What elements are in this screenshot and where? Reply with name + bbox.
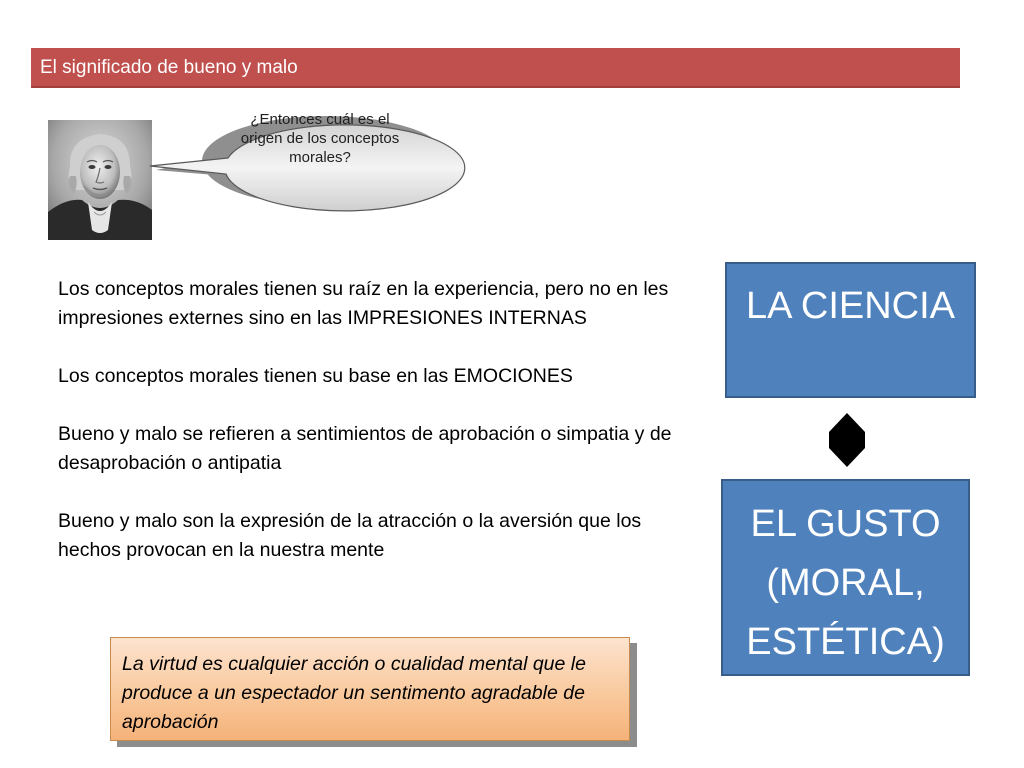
paragraph: Los conceptos morales tienen su base en … bbox=[58, 365, 573, 387]
ciencia-box-label: LA CIENCIA bbox=[745, 285, 956, 327]
diamond-connector bbox=[829, 413, 865, 467]
gusto-box-label: EL GUSTO (MORAL, ESTÉTICA) bbox=[746, 503, 945, 663]
title-bar: El significado de bueno y malo bbox=[31, 48, 960, 88]
portrait-image bbox=[48, 120, 152, 240]
quote-text: La virtud es cualquier acción o cualidad… bbox=[122, 653, 586, 733]
slide-title: El significado de bueno y malo bbox=[40, 57, 298, 78]
gusto-box: EL GUSTO (MORAL, ESTÉTICA) bbox=[721, 479, 970, 676]
body-text: Los conceptos morales tienen su raíz en … bbox=[58, 275, 698, 594]
paragraph: Bueno y malo se refieren a sentimientos … bbox=[58, 423, 672, 474]
quote-box: La virtud es cualquier acción o cualidad… bbox=[110, 637, 630, 741]
paragraph: Los conceptos morales tienen su raíz en … bbox=[58, 278, 669, 329]
ciencia-box: LA CIENCIA bbox=[725, 262, 976, 398]
paragraph: Bueno y malo son la expresión de la atra… bbox=[58, 510, 642, 561]
speech-bubble-text: ¿Entonces cuál es el origen de los conce… bbox=[240, 111, 400, 166]
